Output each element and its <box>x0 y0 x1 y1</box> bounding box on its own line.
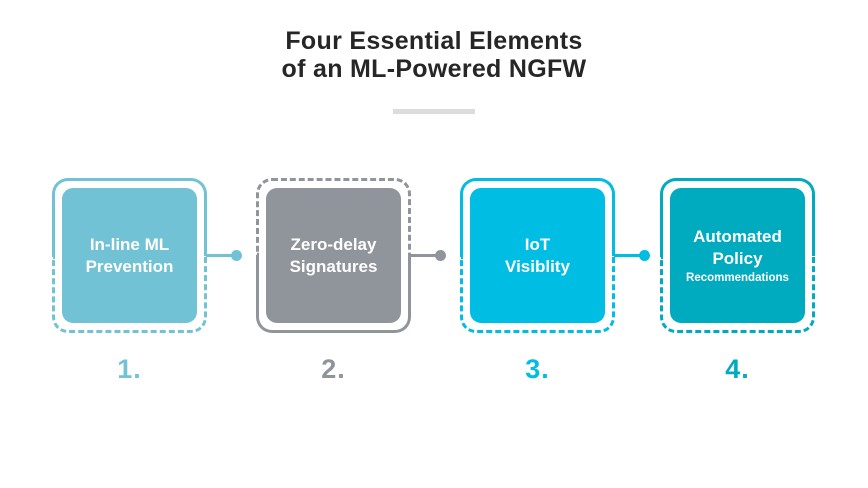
card-2-body: Zero-delay Signatures <box>266 188 401 323</box>
connector-dot-1 <box>231 250 242 261</box>
card-1-number: 1. <box>117 354 142 384</box>
card-2-label-line-1: Zero-delay <box>290 234 377 254</box>
connector-line-3 <box>614 254 641 257</box>
card-3-label-line-1: IoT <box>524 234 551 254</box>
page-title-line-1: Four Essential Elements <box>285 27 583 55</box>
card-1-outline-bottom <box>52 255 207 333</box>
card-2-label-line-2: Signatures <box>289 256 378 276</box>
element-card-2: Zero-delay Signatures 2. <box>256 178 446 384</box>
card-1-label-line-2: Prevention <box>85 256 174 276</box>
card-4-number: 4. <box>725 354 750 384</box>
page-title-line-2: of an ML-Powered NGFW <box>281 55 587 83</box>
card-4-sublabel: Recommendations <box>686 272 789 284</box>
card-1-body: In-line ML Prevention <box>62 188 197 323</box>
connector-line-2 <box>410 254 437 257</box>
title-divider <box>393 109 475 114</box>
connector-dot-2 <box>435 250 446 261</box>
page-title: Four Essential Elements of an ML-Powered… <box>0 27 868 83</box>
card-3-body: IoT Visiblity <box>470 188 605 323</box>
card-1-label-line-1: In-line ML <box>89 234 170 254</box>
card-4-label-line-2: Policy <box>712 249 763 268</box>
card-3-number: 3. <box>525 354 550 384</box>
element-card-4: Automated Policy Recommendations 4. <box>660 178 815 384</box>
card-4-outline-top <box>660 178 815 256</box>
card-4-body: Automated Policy Recommendations <box>670 188 805 323</box>
card-2-outline-top <box>256 178 411 256</box>
element-card-3: IoT Visiblity 3. <box>460 178 650 384</box>
connector-dot-3 <box>639 250 650 261</box>
card-4-outline-bottom <box>660 255 815 333</box>
card-2-number: 2. <box>321 354 346 384</box>
card-3-label-line-2: Visiblity <box>505 256 570 276</box>
card-3-outline-bottom <box>460 255 615 333</box>
element-card-1: In-line ML Prevention 1. <box>52 178 242 384</box>
card-1-outline-top <box>52 178 207 256</box>
connector-line-1 <box>206 254 233 257</box>
card-3-outline-top <box>460 178 615 256</box>
card-4-label-line-1: Automated <box>693 227 782 246</box>
card-2-outline-bottom <box>256 255 411 333</box>
